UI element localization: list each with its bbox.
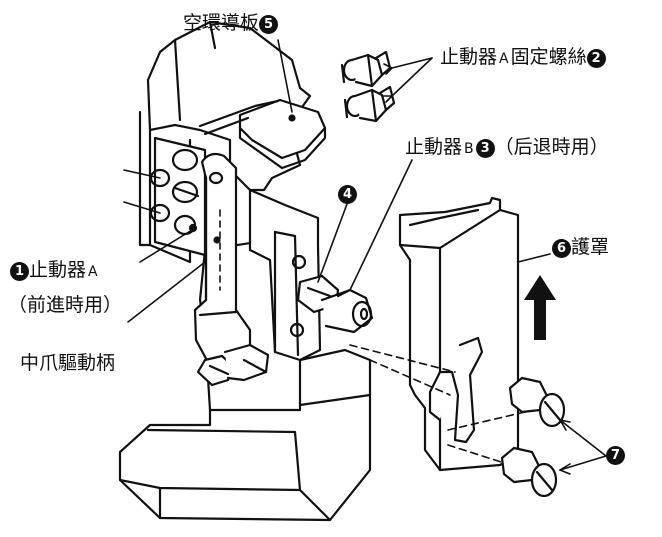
cam-guide-text: 空環導板 (183, 12, 260, 34)
stopper-b-screw (296, 274, 374, 334)
stopper-b-pre: 止動器 (405, 136, 463, 158)
stopper-a-sub: A (88, 264, 98, 280)
drive-handle (193, 152, 252, 374)
handle-bolt (196, 343, 270, 387)
cover (398, 196, 520, 472)
stopper-a-plate (149, 136, 207, 257)
stopper-b-sub: B (464, 141, 474, 157)
callout-number-2: 2 (586, 49, 606, 68)
stopper-b-bracket (248, 188, 322, 362)
callout-number-1: 1 (10, 262, 29, 281)
cover-text: 護罩 (571, 236, 610, 258)
callout-number-4: 4 (338, 185, 357, 204)
callout-number-3: 3 (475, 139, 495, 158)
callout-number-6: 6 (552, 239, 571, 258)
stopper-b-post: （后退時用） (494, 136, 609, 158)
stopper-a-screw-pre: 止動器 (440, 46, 498, 68)
up-arrow (524, 275, 556, 340)
callout-number-7: 7 (606, 446, 625, 465)
stopper-a-usage: （前進時用） (8, 294, 123, 316)
stopper-a-pre: 止動器 (29, 259, 87, 281)
stopper-a-screw-sub: A (499, 51, 509, 67)
stopper-a-screws (340, 50, 396, 123)
stopper-a-screw-post: 固定螺絲 (510, 46, 587, 68)
drive-handle-label: 中爪驅動柄 (20, 352, 116, 374)
cam-guide-plate (198, 98, 327, 170)
leader-lines (123, 39, 607, 475)
cover-screws (500, 376, 566, 498)
base-bracket (118, 228, 372, 522)
callout-number-5: 5 (259, 15, 279, 34)
